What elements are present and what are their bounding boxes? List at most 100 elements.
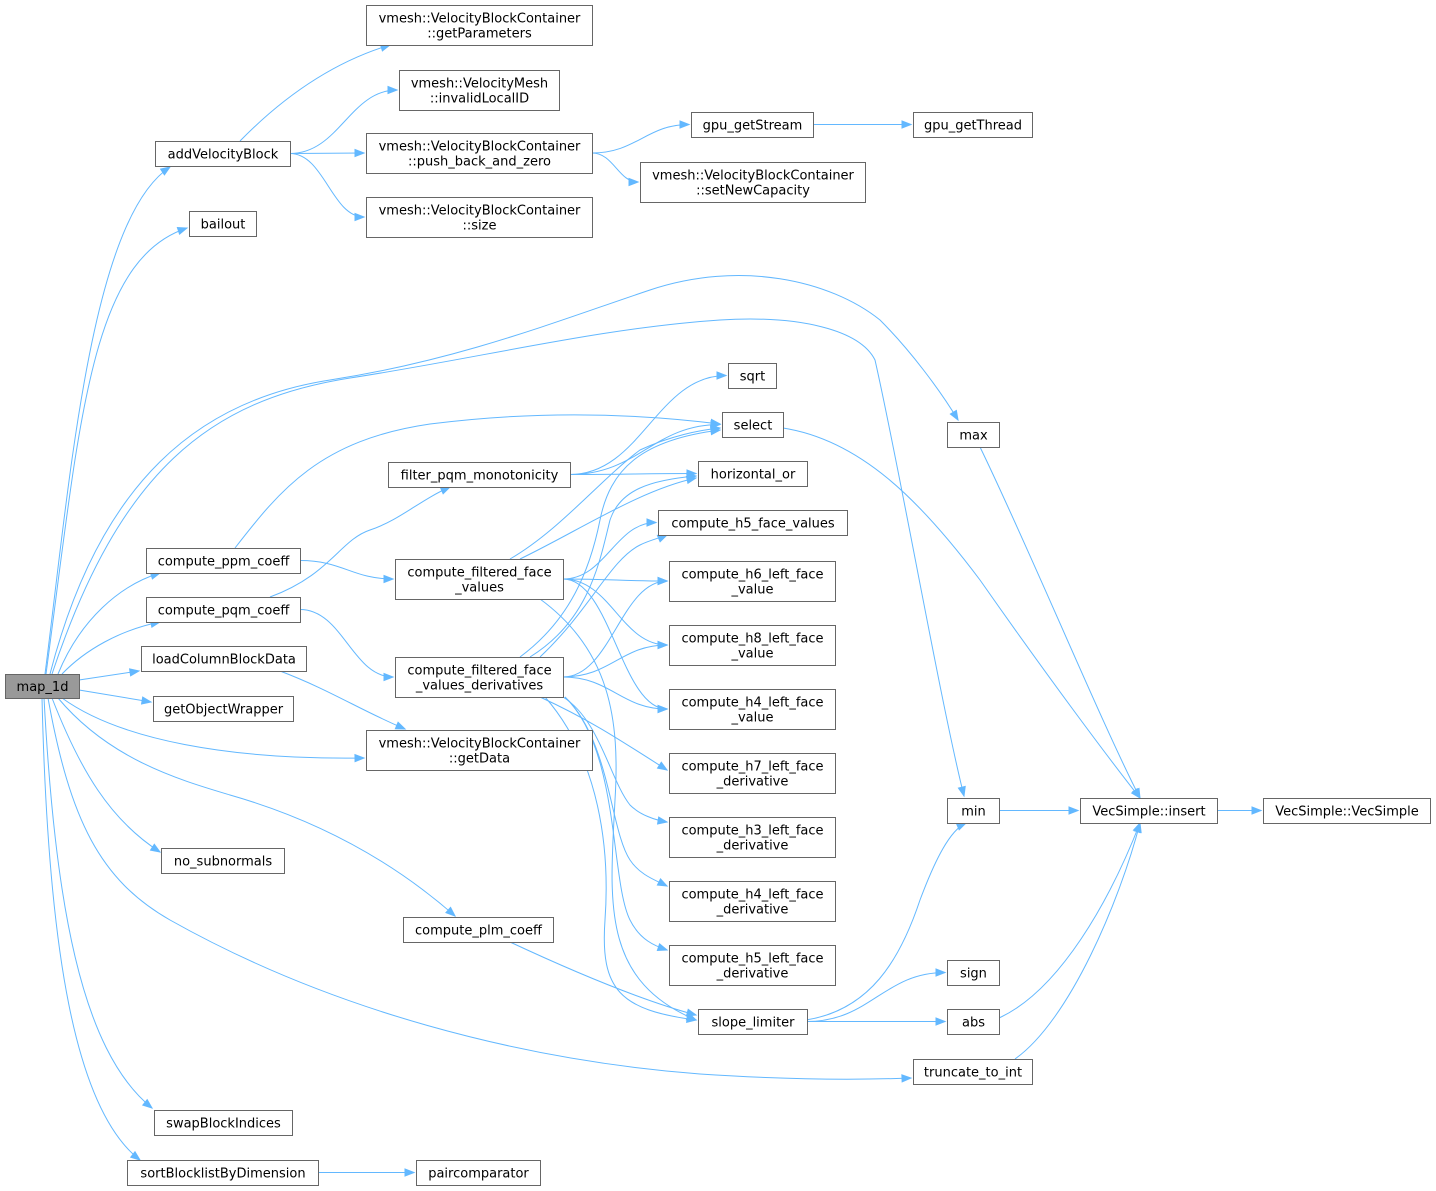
node-sqrt[interactable]: sqrt [728, 363, 777, 389]
node-gpu_getStream[interactable]: gpu_getStream [691, 112, 814, 138]
node-VecSimple[interactable]: VecSimple::VecSimple [1263, 798, 1431, 824]
node-getParameters[interactable]: vmesh::VelocityBlockContainer::getParame… [366, 5, 593, 46]
node-sign[interactable]: sign [947, 960, 1000, 986]
edge-map_1d-to-sortBlocklistByDimension [41, 697, 142, 1161]
node-vbc_size[interactable]: vmesh::VelocityBlockContainer::size [366, 197, 593, 238]
node-label: sqrt [740, 370, 765, 385]
node-compute_h6_left_face_value[interactable]: compute_h6_left_face_value [669, 561, 836, 602]
node-slope_limiter[interactable]: slope_limiter [698, 1009, 808, 1035]
node-sortBlocklistByDimension[interactable]: sortBlocklistByDimension [127, 1160, 319, 1186]
node-compute_plm_coeff[interactable]: compute_plm_coeff [403, 917, 554, 943]
edge-abs-to-insert [998, 821, 1141, 1019]
edge-sortBlocklistByDimension-to-paircomparator [318, 1168, 416, 1177]
node-label: map_1d [17, 680, 69, 695]
node-label: vmesh::VelocityBlockContainer [379, 12, 581, 27]
edge-compute_filtered_face_values_derivatives-to-compute_h8_left_face_value [562, 640, 669, 678]
edge-map_1d-to-no_subnormals [51, 697, 162, 853]
arrowhead-icon [159, 166, 172, 176]
edge-line [539, 598, 697, 1021]
node-compute_h8_left_face_value[interactable]: compute_h8_left_face_value [669, 625, 836, 666]
node-setNewCapacity[interactable]: vmesh::VelocityBlockContainer::setNewCap… [640, 162, 866, 203]
edge-compute_filtered_face_values_derivatives-to-select [519, 426, 722, 658]
node-box [658, 510, 848, 536]
node-truncate_to_int[interactable]: truncate_to_int [913, 1059, 1033, 1085]
edge-compute_filtered_face_values_derivatives-to-horizontal_or [529, 472, 698, 658]
edge-line [562, 578, 668, 710]
node-getObjectWrapper[interactable]: getObjectWrapper [153, 696, 294, 722]
edge-line [569, 473, 697, 475]
arrowhead-icon [656, 761, 669, 771]
edge-line [78, 670, 140, 681]
arrowhead-icon [656, 816, 669, 825]
node-paircomparator[interactable]: paircomparator [416, 1160, 541, 1186]
edge-compute_plm_coeff-to-slope_limiter [509, 941, 698, 1017]
node-no_subnormals[interactable]: no_subnormals [161, 848, 285, 874]
edge-line [269, 486, 451, 598]
node-label: _value [730, 647, 773, 662]
node-gpu_getThread[interactable]: gpu_getThread [913, 112, 1033, 138]
edge-map_1d-to-max [49, 275, 959, 675]
node-label: compute_h5_face_values [671, 517, 835, 532]
node-addVelocityBlock[interactable]: addVelocityBlock [155, 141, 291, 167]
node-compute_ppm_coeff[interactable]: compute_ppm_coeff [146, 548, 301, 574]
arrowhead-icon [176, 226, 189, 235]
node-compute_h7_left_face_derivative[interactable]: compute_h7_left_face_derivative [669, 753, 836, 794]
edge-line [509, 941, 697, 1016]
node-getData[interactable]: vmesh::VelocityBlockContainer::getData [366, 730, 593, 771]
node-box [189, 211, 257, 237]
node-filter_pqm_monotonicity[interactable]: filter_pqm_monotonicity [388, 462, 571, 488]
node-label: _value [730, 711, 773, 726]
edge-line [51, 318, 965, 797]
node-compute_h4_left_face_derivative[interactable]: compute_h4_left_face_derivative [669, 881, 836, 922]
arrowhead-icon [657, 640, 669, 650]
edge-line [61, 621, 161, 675]
node-compute_filtered_face_values[interactable]: compute_filtered_face_values [395, 559, 564, 600]
node-box [155, 141, 291, 167]
edge-line [43, 697, 153, 1109]
edge-line [51, 697, 161, 853]
node-swapBlockIndices[interactable]: swapBlockIndices [154, 1110, 293, 1136]
node-label: gpu_getStream [703, 119, 803, 134]
node-bailout[interactable]: bailout [189, 211, 257, 237]
node-push_back_and_zero[interactable]: vmesh::VelocityBlockContainer::push_back… [366, 133, 593, 174]
arrowhead-icon [1131, 787, 1141, 800]
edge-line [806, 972, 946, 1022]
arrowhead-icon [404, 1168, 416, 1177]
node-invalidLocalID[interactable]: vmesh::VelocityMesh::invalidLocalID [399, 70, 560, 111]
node-map_1d[interactable]: map_1d [5, 674, 80, 699]
node-insert[interactable]: VecSimple::insert [1080, 798, 1218, 824]
node-select[interactable]: select [722, 412, 784, 438]
edge-line [562, 578, 668, 646]
edge-line [45, 227, 188, 675]
node-compute_filtered_face_values_derivatives[interactable]: compute_filtered_face_values_derivatives [395, 657, 564, 698]
edge-compute_filtered_face_values-to-compute_h5_face_values [562, 518, 658, 580]
edge-line [591, 152, 639, 183]
node-box [669, 689, 836, 730]
node-box [153, 696, 294, 722]
node-compute_h4_left_face_value[interactable]: compute_h4_left_face_value [669, 689, 836, 730]
edge-line [279, 670, 406, 730]
node-compute_h5_left_face_derivative[interactable]: compute_h5_left_face_derivative [669, 945, 836, 986]
node-compute_pqm_coeff[interactable]: compute_pqm_coeff [146, 597, 301, 623]
node-box [728, 363, 777, 389]
arrowhead-icon [657, 576, 669, 586]
node-label: compute_ppm_coeff [158, 555, 291, 570]
node-label: _derivative [716, 775, 789, 790]
node-max[interactable]: max [947, 422, 1000, 448]
node-compute_h5_face_values[interactable]: compute_h5_face_values [658, 510, 848, 536]
node-loadColumnBlockData[interactable]: loadColumnBlockData [141, 646, 307, 672]
edge-addVelocityBlock-to-push_back_and_zero [289, 148, 366, 158]
node-compute_h3_left_face_derivative[interactable]: compute_h3_left_face_derivative [669, 817, 836, 858]
edge-line [562, 644, 668, 678]
node-box [669, 561, 836, 602]
arrowhead-icon [628, 177, 640, 187]
node-abs[interactable]: abs [947, 1009, 1000, 1035]
node-box [669, 753, 836, 794]
node-min[interactable]: min [947, 798, 1000, 824]
edge-map_1d-to-loadColumnBlockData [78, 668, 141, 681]
edge-line [44, 166, 171, 675]
arrowhead-icon [679, 120, 691, 129]
edge-line [562, 580, 668, 678]
node-horizontal_or[interactable]: horizontal_or [698, 461, 808, 487]
